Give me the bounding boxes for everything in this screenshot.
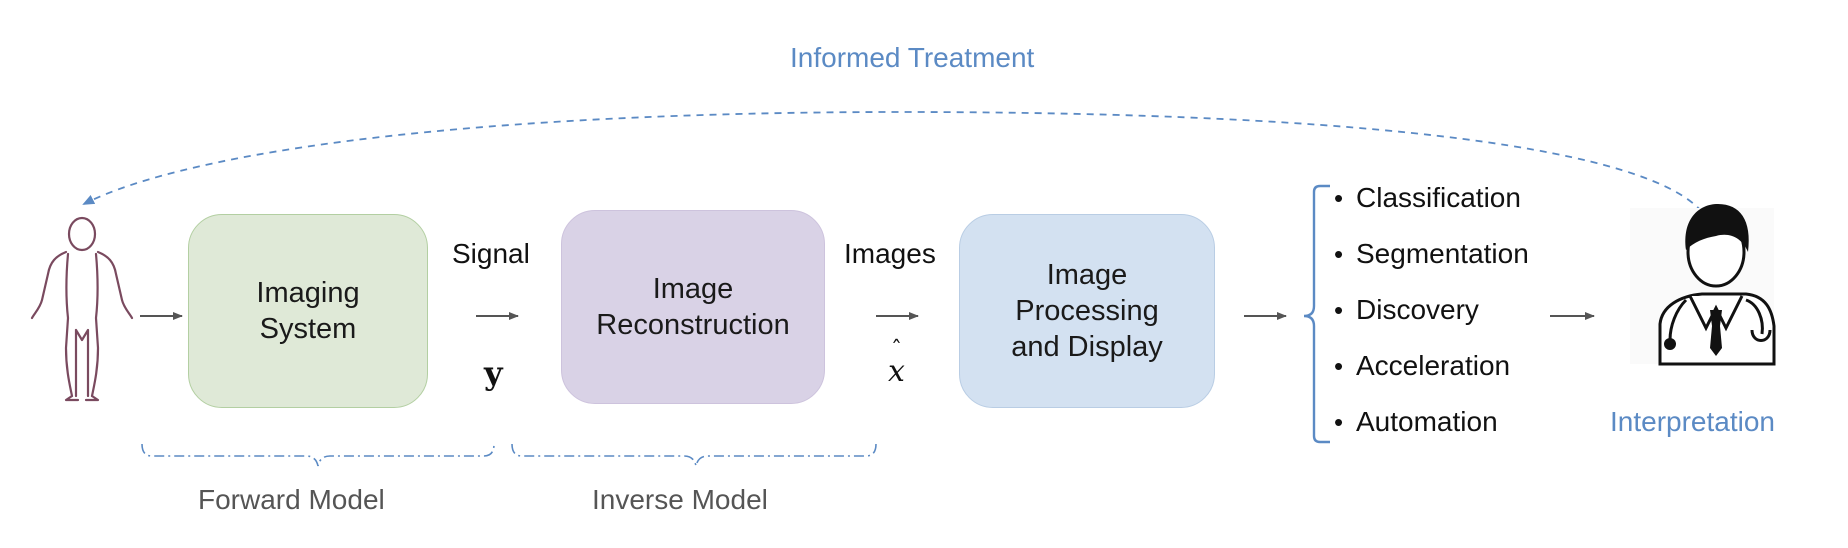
task-item-segmentation: Segmentation — [1334, 234, 1529, 290]
image-processing-block: Image Processing and Display — [959, 214, 1215, 408]
task-bracket — [1303, 184, 1330, 444]
task-item-automation: Automation — [1334, 402, 1529, 458]
interpretation-label: Interpretation — [1610, 406, 1775, 437]
images-label: Images — [844, 238, 936, 269]
task-list: Classification Segmentation Discovery Ac… — [1334, 178, 1529, 458]
inverse-model-brace — [511, 443, 877, 467]
image-reconstruction-block: Image Reconstruction — [561, 210, 825, 404]
doctor-icon — [1630, 204, 1776, 366]
feedback-arc — [82, 111, 1703, 213]
images-symbol-letter: x — [888, 354, 905, 389]
human-figure-icon — [30, 216, 134, 402]
forward-model-brace — [141, 443, 495, 467]
image-processing-label: Image Processing and Display — [1011, 259, 1163, 363]
images-symbol: ˆ x — [888, 338, 905, 389]
signal-symbol: y — [484, 354, 503, 392]
signal-label: Signal — [452, 238, 530, 269]
task-item-discovery: Discovery — [1334, 290, 1529, 346]
imaging-system-label: Imaging System — [256, 277, 360, 345]
hat-accent: ˆ — [891, 338, 902, 363]
image-reconstruction-label: Image Reconstruction — [596, 273, 790, 341]
inverse-model-label: Inverse Model — [592, 484, 768, 515]
forward-model-label: Forward Model — [198, 484, 385, 515]
task-item-acceleration: Acceleration — [1334, 346, 1529, 402]
informed-treatment-label: Informed Treatment — [790, 42, 1035, 73]
task-item-classification: Classification — [1334, 178, 1529, 234]
imaging-system-block: Imaging System — [188, 214, 428, 408]
